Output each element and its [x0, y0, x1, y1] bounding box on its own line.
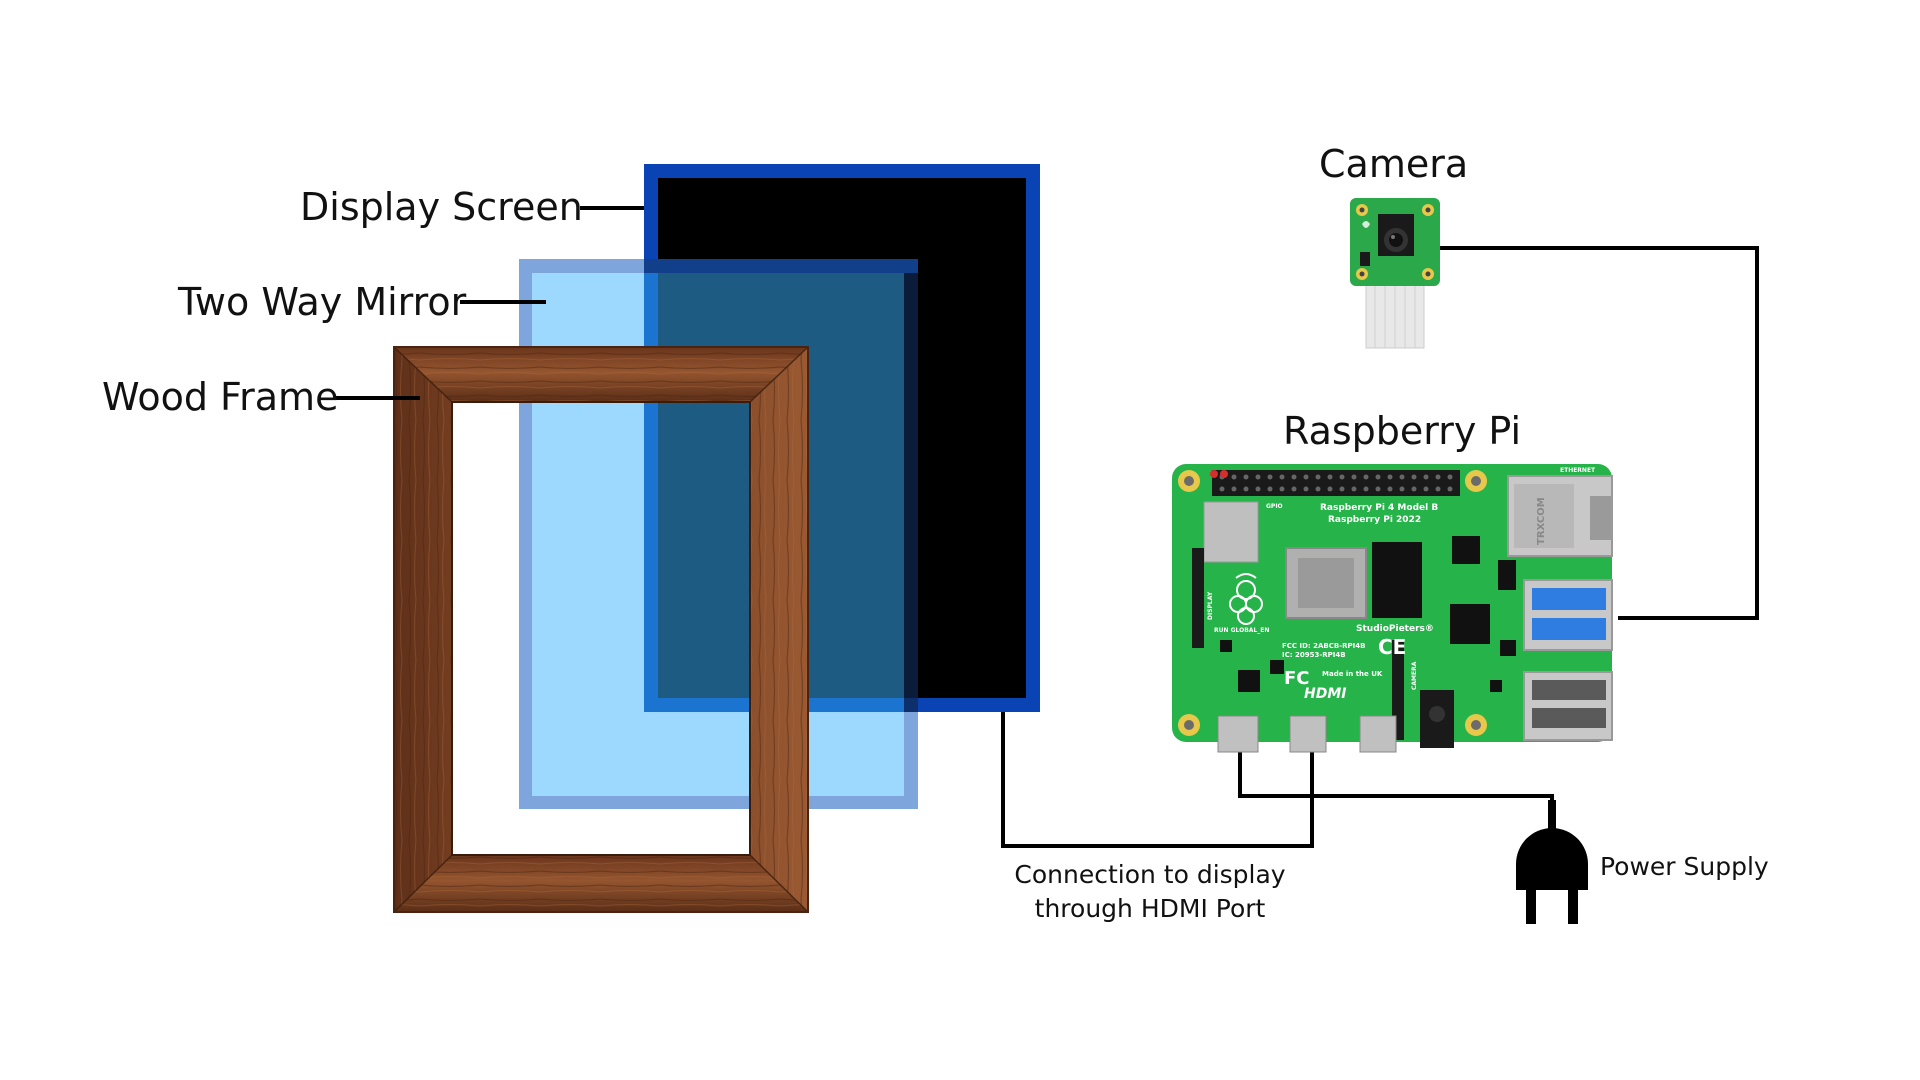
raspberry-pi-board: Raspberry Pi 4 Model B Raspberry Pi 2022… [1172, 464, 1613, 753]
wood-frame-label: Wood Frame [102, 375, 339, 419]
board-run-text: RUN GLOBAL_EN [1214, 627, 1269, 634]
board-model-text: Raspberry Pi 4 Model B [1320, 503, 1438, 513]
wood-frame [393, 346, 809, 913]
board-gpio-text: GPIO [1266, 503, 1283, 510]
display-screen-label: Display Screen [300, 185, 583, 229]
raspberry-logo-icon [1362, 221, 1370, 228]
power-supply-label: Power Supply [1600, 852, 1769, 881]
two-way-mirror [519, 259, 918, 809]
hdmi-connection-label-line2: through HDMI Port [1034, 894, 1266, 923]
board-fc-mark: FC [1284, 668, 1310, 689]
board-eth-jack-text: TRXCOM [1536, 497, 1547, 545]
board-ic-text: IC: 20953-RPI4B [1282, 651, 1346, 659]
board-copyright-text: Raspberry Pi 2022 [1328, 515, 1421, 525]
camera-label: Camera [1319, 142, 1469, 186]
board-display-text: DISPLAY [1207, 591, 1214, 620]
board-brand-text: StudioPieters® [1356, 624, 1434, 634]
ethernet-jack [1507, 475, 1613, 557]
micro-hdmi-0-port [1289, 715, 1327, 753]
camera-module [1350, 198, 1440, 349]
micro-hdmi-1-port [1359, 715, 1397, 753]
power-cable [1238, 752, 1554, 832]
gpio-header [1212, 470, 1460, 496]
board-made-in-text: Made in the UK [1322, 670, 1383, 678]
board-ethernet-text: ETHERNET [1560, 467, 1596, 474]
wifi-shield [1203, 501, 1259, 563]
board-camera-text: CAMERA [1411, 661, 1418, 690]
usb2-port [1523, 671, 1613, 741]
usb-c-power-port [1217, 715, 1259, 753]
camera-cable [1430, 246, 1759, 620]
two-way-mirror-label: Two Way Mirror [178, 280, 467, 324]
board-ce-mark: CE [1378, 635, 1406, 659]
hdmi-connection-label-line1: Connection to display [1014, 860, 1286, 889]
camera-lens-icon [1384, 228, 1408, 252]
board-hdmi-logo: HDMI [1304, 686, 1346, 702]
usb3-port [1523, 579, 1613, 651]
ram-chip [1372, 542, 1422, 618]
power-plug-icon [1516, 800, 1588, 924]
raspberry-logo-icon [1229, 573, 1263, 625]
raspberry-pi-label: Raspberry Pi [1283, 409, 1522, 453]
leader-lines [334, 206, 644, 400]
hdmi-cable [1001, 712, 1314, 848]
board-fcc-text: FCC ID: 2ABCB-RPI4B [1282, 642, 1365, 650]
